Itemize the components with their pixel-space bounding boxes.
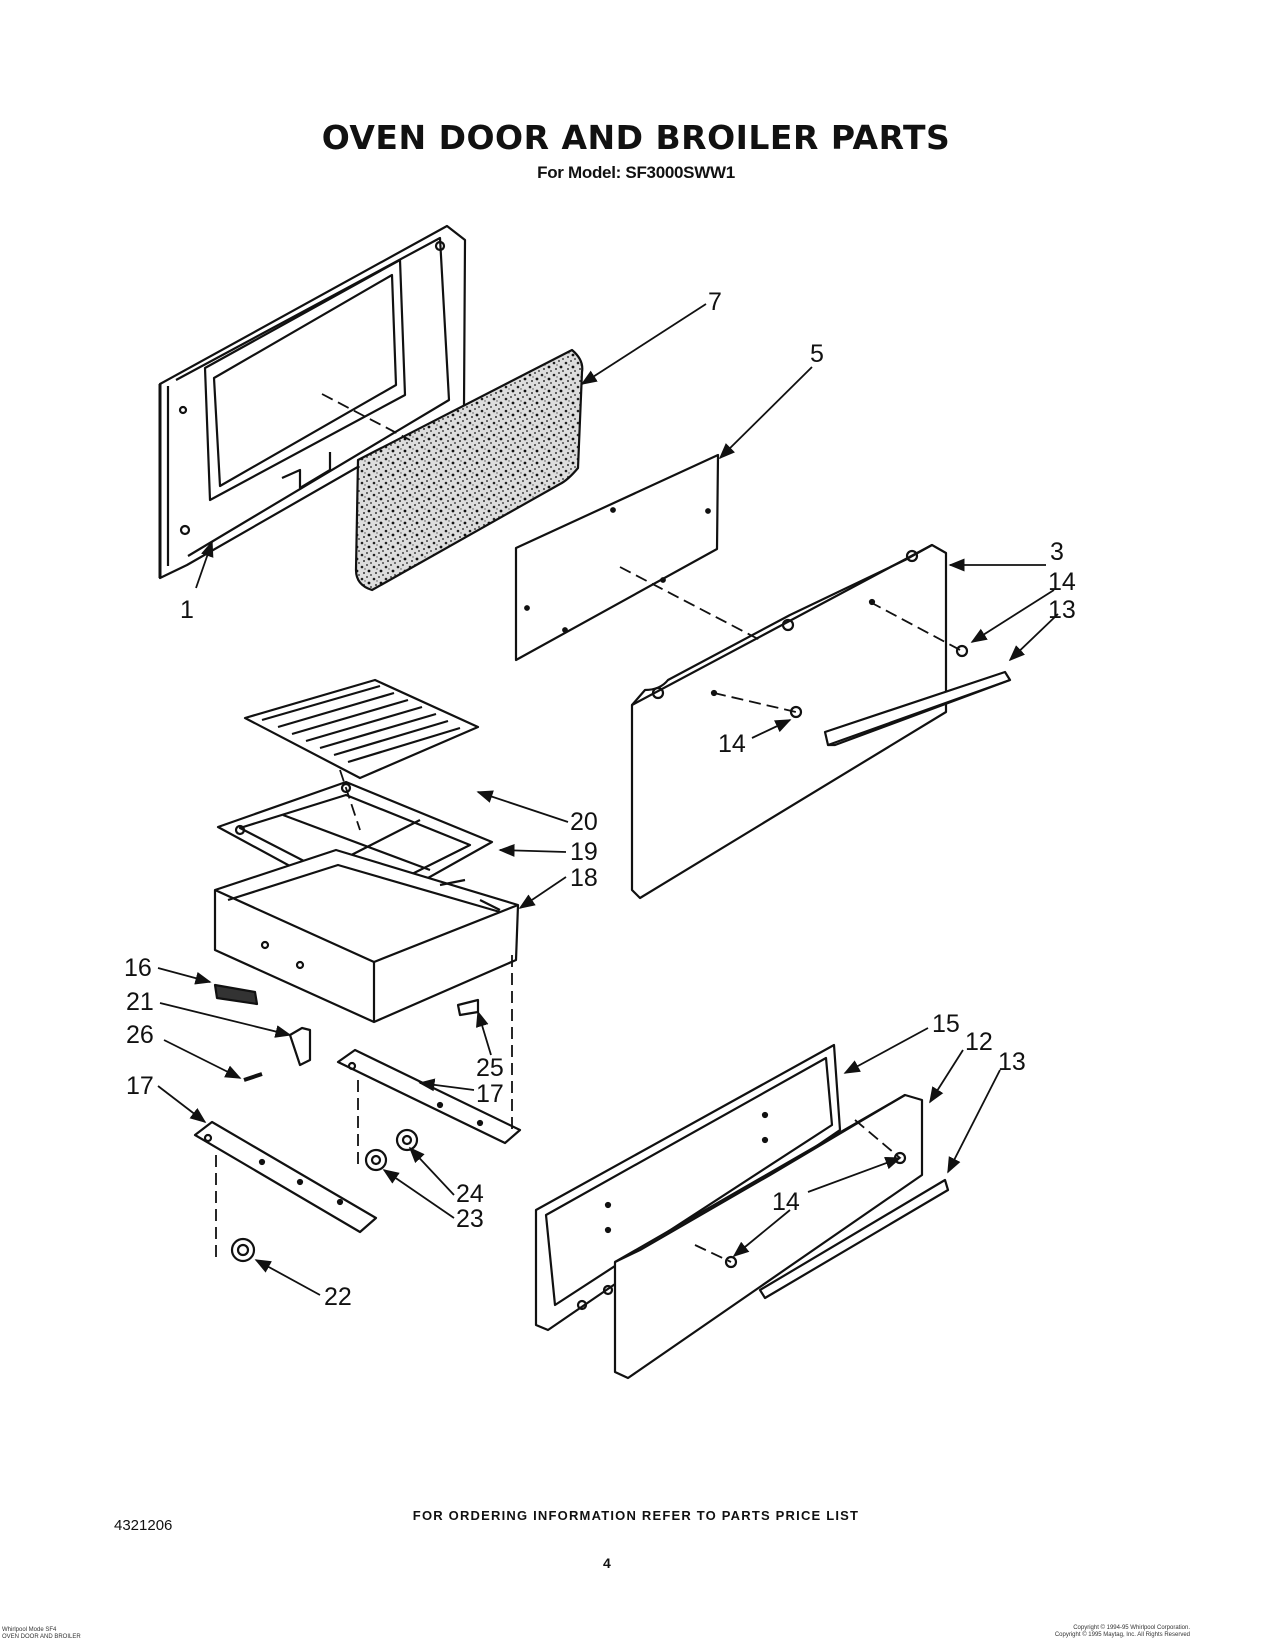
- callout-24: 24: [456, 1180, 484, 1208]
- fine-left-line-1: Whirlpool Mode SF4: [2, 1627, 57, 1633]
- part-3-outer-oven-door: [630, 543, 1012, 900]
- part-5-door-glass: [514, 453, 720, 662]
- part-16-spring: [213, 983, 259, 1006]
- part-12-broiler-outer-door: [613, 1093, 950, 1380]
- ordering-info-note: FOR ORDERING INFORMATION REFER TO PARTS …: [412, 1508, 860, 1523]
- page-title: OVEN DOOR AND BROILER PARTS: [321, 118, 951, 157]
- part-17-slide-rail-right: [336, 1048, 522, 1145]
- callout-14: 14: [772, 1188, 800, 1216]
- part-17-slide-rail-left: [193, 1120, 378, 1234]
- part-23-roller: [364, 1148, 388, 1172]
- callout-1: 1: [180, 596, 194, 624]
- callout-labels: 1 7 5 3 14 13 14 20 19 18 16 21 26 25 17…: [124, 288, 1076, 1311]
- callout-3: 3: [1050, 538, 1064, 566]
- part-22-roller: [230, 1237, 256, 1263]
- callout-18: 18: [570, 864, 598, 892]
- part-26-screw: [243, 1072, 263, 1082]
- part-25-bracket: [456, 998, 480, 1017]
- leader-arrows: [157, 303, 1059, 1296]
- callout-19: 19: [570, 838, 598, 866]
- model-subtitle: For Model: SF3000SWW1: [537, 163, 735, 182]
- callout-7: 7: [708, 288, 722, 316]
- callout-5: 5: [810, 340, 824, 368]
- callout-23: 23: [456, 1205, 484, 1233]
- callout-20: 20: [570, 808, 598, 836]
- part-24-roller: [395, 1128, 419, 1152]
- assembly-lines: [215, 393, 963, 1263]
- callout-14: 14: [1048, 568, 1076, 596]
- callout-26: 26: [126, 1021, 154, 1049]
- callout-22: 22: [324, 1283, 352, 1311]
- page-number: 4: [603, 1555, 611, 1571]
- callout-17: 17: [126, 1072, 154, 1100]
- document-number: 4321206: [114, 1517, 173, 1534]
- footer-fine-print-right: Copyright © 1994-95 Whirlpool Corporatio…: [1055, 1625, 1190, 1639]
- callout-14: 14: [718, 730, 746, 758]
- callout-17: 17: [476, 1080, 504, 1108]
- callout-21: 21: [126, 988, 154, 1016]
- callout-16: 16: [124, 954, 152, 982]
- callout-25: 25: [476, 1054, 504, 1082]
- callout-15: 15: [932, 1010, 960, 1038]
- part-21-drawer-catch: [288, 1026, 312, 1067]
- fine-right-line-2: Copyright © 1995 Maytag, Inc. All Rights…: [1054, 1632, 1190, 1638]
- callout-13: 13: [998, 1048, 1026, 1076]
- part-18-broiler-drawer: [213, 848, 520, 1024]
- part-7-door-insulation: [354, 348, 584, 592]
- footer-fine-print-left: Whirlpool Mode SF4 OVEN DOOR AND BROILER: [2, 1627, 81, 1641]
- callout-12: 12: [965, 1028, 993, 1056]
- fine-left-line-2: OVEN DOOR AND BROILER: [2, 1634, 81, 1640]
- part-20-broiler-grid: [243, 678, 480, 780]
- callout-13: 13: [1048, 596, 1076, 624]
- fine-right-line-1: Copyright © 1994-95 Whirlpool Corporatio…: [1073, 1625, 1190, 1631]
